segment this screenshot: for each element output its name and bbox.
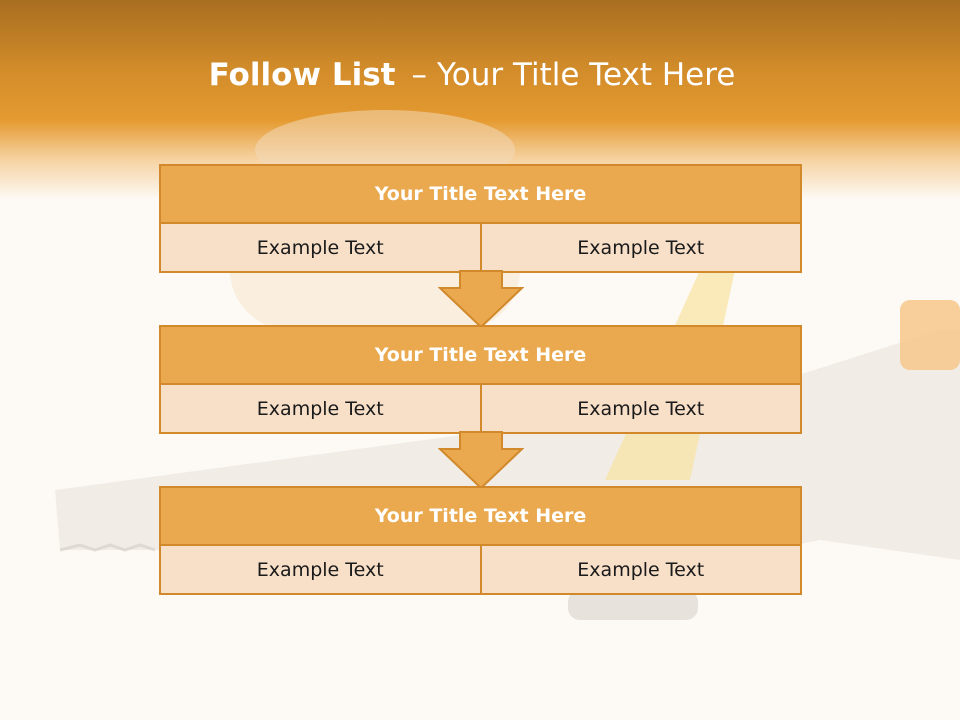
title-rest: Your Title Text Here: [436, 57, 736, 93]
slide-title: Follow List–Your Title Text Here: [0, 55, 944, 95]
down-arrow-2: [438, 431, 524, 490]
step-3-row: Example Text Example Text: [161, 546, 800, 593]
step-3-left-text: Example Text: [161, 546, 482, 593]
step-3-right-text: Example Text: [577, 558, 705, 581]
step-2-row: Example Text Example Text: [161, 385, 800, 432]
step-block-2: Your Title Text Here Example Text Exampl…: [159, 325, 802, 434]
step-block-1: Your Title Text Here Example Text Exampl…: [159, 164, 802, 273]
step-2-right-text: Example Text: [577, 397, 705, 420]
step-1-left-text: Example Text: [161, 224, 482, 271]
step-1-right-text: Example Text: [577, 236, 705, 259]
title-separator: –: [411, 57, 427, 93]
step-3-title: Your Title Text Here: [161, 488, 800, 546]
step-2-left-text: Example Text: [161, 385, 482, 432]
step-1-title: Your Title Text Here: [161, 166, 800, 224]
step-1-row: Example Text Example Text: [161, 224, 800, 271]
down-arrow-1: [438, 270, 524, 329]
step-2-title: Your Title Text Here: [161, 327, 800, 385]
title-bold-part: Follow List: [208, 57, 396, 93]
step-block-3: Your Title Text Here Example Text Exampl…: [159, 486, 802, 595]
